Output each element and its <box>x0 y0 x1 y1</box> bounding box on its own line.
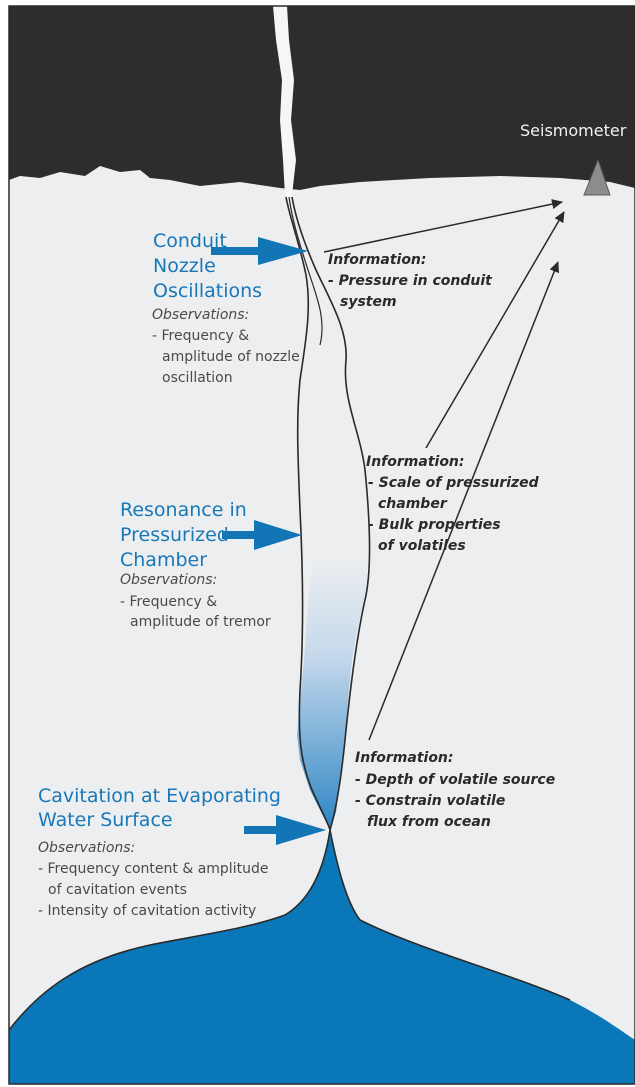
seismometer-icon <box>583 158 611 196</box>
nozzle-observations-title: Observations: <box>152 307 250 323</box>
info-chamber-line-4: of volatiles <box>378 538 466 554</box>
info-nozzle-title: Information: <box>328 252 427 268</box>
cavitation-observations-title: Observations: <box>38 840 136 856</box>
chamber-observation-line-2: amplitude of tremor <box>130 614 271 630</box>
info-arrow-nozzle <box>323 199 563 253</box>
conduit-wall-right <box>291 196 571 1001</box>
eruption-plume <box>273 6 296 200</box>
chamber-observation-line-1: - Frequency & <box>120 594 218 610</box>
pointer-arrow-chamber <box>222 520 302 550</box>
info-chamber-line-2: chamber <box>378 496 447 512</box>
nozzle-heading-line-3: Oscillations <box>153 280 263 302</box>
chamber-observations-title: Observations: <box>120 572 218 588</box>
cavitation-heading-line-2: Water Surface <box>38 809 173 831</box>
nozzle-observation-line-2: amplitude of nozzle <box>162 349 300 365</box>
nozzle-observation-line-1: - Frequency & <box>152 328 250 344</box>
frame-border <box>8 5 635 1085</box>
info-cavitation-title: Information: <box>355 750 454 766</box>
pointer-arrow-nozzle <box>211 237 308 265</box>
ocean-water <box>9 830 635 1084</box>
seismometer-label: Seismometer <box>520 121 627 140</box>
nozzle-inner-line <box>288 196 323 346</box>
info-cavitation-line-2: - Constrain volatile <box>355 793 506 809</box>
info-cavitation-line-1: - Depth of volatile source <box>355 772 556 788</box>
chamber-heading-line-3: Chamber <box>120 549 208 571</box>
chamber-heading-line-2: Pressurized <box>120 524 229 546</box>
info-nozzle-line-1: - Pressure in conduit <box>328 273 492 289</box>
cavitation-heading-line-1: Cavitation at Evaporating <box>38 785 281 807</box>
info-cavitation-line-3: flux from ocean <box>367 814 491 830</box>
pressurized-chamber-fill <box>297 560 368 830</box>
info-arrow-cavitation <box>368 261 559 741</box>
info-chamber-title: Information: <box>366 454 465 470</box>
nozzle-observation-line-3: oscillation <box>162 370 233 386</box>
chamber-heading-line-1: Resonance in <box>120 499 247 521</box>
cavitation-observation-line-3: - Intensity of cavitation activity <box>38 903 257 919</box>
cavitation-observation-line-1: - Frequency content & amplitude <box>38 861 269 877</box>
nozzle-heading-line-1: Conduit <box>153 230 227 252</box>
sky <box>9 6 635 190</box>
info-chamber-line-3: - Bulk properties <box>368 517 501 533</box>
conduit-wall-left <box>8 196 331 1031</box>
info-chamber-line-1: - Scale of pressurized <box>368 475 539 491</box>
cavitation-observation-line-2: of cavitation events <box>48 882 187 898</box>
nozzle-heading-line-2: Nozzle <box>153 255 216 277</box>
info-nozzle-line-2: system <box>340 294 397 310</box>
info-arrow-chamber <box>425 211 565 449</box>
pointer-arrow-cavitation <box>244 815 326 845</box>
